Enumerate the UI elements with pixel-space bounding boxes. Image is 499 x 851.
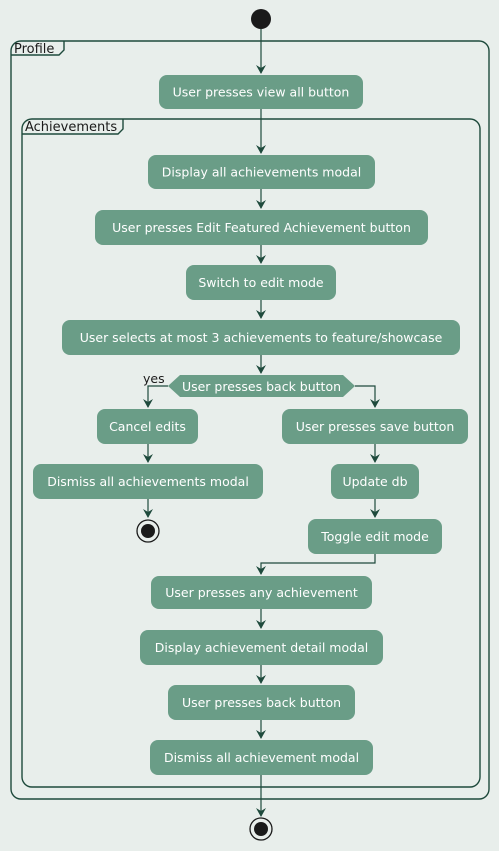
node-switch-edit: Switch to edit mode xyxy=(186,265,336,300)
node-dismiss-all-b: Dismiss all achievement modal xyxy=(150,740,373,775)
node-update-db-label: Update db xyxy=(342,474,407,489)
start-node xyxy=(251,9,271,29)
node-cancel-edits-label: Cancel edits xyxy=(109,419,186,434)
connectors xyxy=(143,29,380,817)
node-view-all-label: User presses view all button xyxy=(173,85,350,100)
node-toggle-edit: Toggle edit mode xyxy=(308,519,442,554)
node-press-back: User presses back button xyxy=(168,685,355,720)
node-press-any-label: User presses any achievement xyxy=(165,585,358,600)
node-display-all: Display all achievements modal xyxy=(148,155,375,189)
node-display-detail-label: Display achievement detail modal xyxy=(155,640,368,655)
decision-back: User presses back button xyxy=(168,375,355,397)
node-display-detail: Display achievement detail modal xyxy=(140,630,383,665)
node-view-all: User presses view all button xyxy=(159,75,363,109)
node-dismiss-all-a: Dismiss all achievements modal xyxy=(33,464,263,499)
node-dismiss-all-a-label: Dismiss all achievements modal xyxy=(47,474,249,489)
node-edit-featured-label: User presses Edit Featured Achievement b… xyxy=(112,220,411,235)
stop-node-final xyxy=(249,817,273,841)
decision-back-label: User presses back button xyxy=(182,379,341,394)
node-edit-featured: User presses Edit Featured Achievement b… xyxy=(95,210,428,245)
node-update-db: Update db xyxy=(331,464,419,499)
node-press-any: User presses any achievement xyxy=(151,576,372,609)
node-press-back-label: User presses back button xyxy=(182,695,341,710)
frame-profile: Profile xyxy=(10,40,490,800)
node-cancel-edits: Cancel edits xyxy=(97,409,198,444)
node-dismiss-all-b-label: Dismiss all achievement modal xyxy=(164,750,359,765)
node-select-three-label: User selects at most 3 achievements to f… xyxy=(80,330,443,345)
node-save-button-label: User presses save button xyxy=(296,419,455,434)
frame-profile-label: Profile xyxy=(14,42,54,57)
branch-yes-label: yes xyxy=(143,371,165,386)
frame-achievements: Achievements xyxy=(21,118,481,788)
stop-node-inner xyxy=(136,519,160,543)
node-save-button: User presses save button xyxy=(282,409,468,444)
node-switch-edit-label: Switch to edit mode xyxy=(198,275,324,290)
node-display-all-label: Display all achievements modal xyxy=(162,165,361,180)
node-toggle-edit-label: Toggle edit mode xyxy=(320,529,429,544)
frame-achievements-label: Achievements xyxy=(25,120,117,135)
node-select-three: User selects at most 3 achievements to f… xyxy=(62,320,460,355)
